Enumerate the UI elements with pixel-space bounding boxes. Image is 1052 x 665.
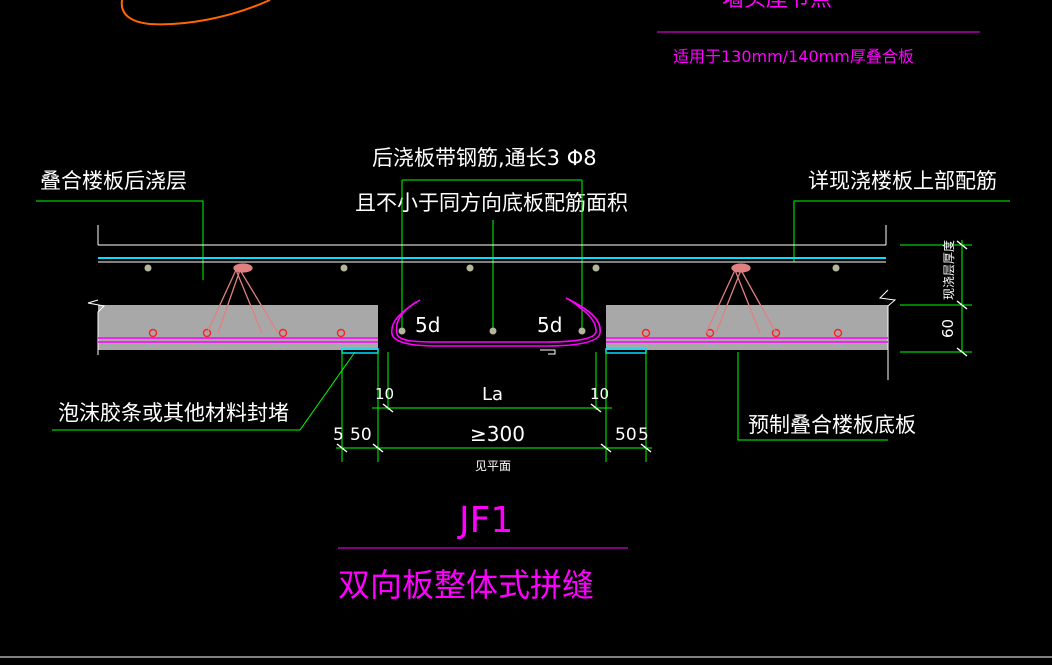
bottom-rebar-lines — [98, 337, 888, 343]
callout-foam-seal: 泡沫胶条或其他材料封堵 — [58, 401, 289, 425]
detail-name: 双向板整体式拼缝 — [338, 566, 594, 604]
dim-right-five: 5 — [638, 425, 649, 445]
leader-lines — [36, 179, 1010, 441]
dimension-ticks — [336, 240, 968, 453]
dimension-lines — [336, 240, 972, 462]
cast-in-place-topping — [97, 225, 887, 263]
dim-left-five: 5 — [333, 425, 344, 445]
header-partial-title: 墙头座节点 — [722, 0, 832, 12]
precast-panel-right — [606, 305, 888, 350]
dim-right-fifty: 50 — [615, 425, 637, 445]
callout-top-reinforcement: 详现浇楼板上部配筋 — [808, 169, 997, 193]
joint-long-bars — [398, 327, 586, 335]
topping-rebar-dots — [144, 264, 840, 272]
applicability-note: 适用于130mm/140mm厚叠合板 — [673, 47, 914, 66]
break-line-left — [87, 299, 106, 355]
lattice-truss-left — [206, 263, 279, 334]
callout-rebar-line1: 后浇板带钢筋,通长3 Φ8 — [372, 146, 597, 170]
dim-lap-length: La — [482, 384, 503, 405]
callout-topping-layer: 叠合楼板后浇层 — [40, 169, 187, 193]
callout-rebar-line2: 且不小于同方向底板配筋面积 — [355, 191, 628, 215]
hook-length-left: 5d — [415, 313, 440, 337]
dim-topping-thickness: 现浇层厚度 — [941, 240, 956, 300]
dim-left-fifty: 50 — [350, 425, 372, 445]
freehand-sketch — [120, 0, 271, 26]
dim-right-ten: 10 — [590, 385, 609, 403]
foam-seal-left — [341, 348, 379, 354]
foam-seal-right — [605, 348, 647, 354]
joint-hook-rebar — [391, 297, 601, 347]
hook-length-right: 5d — [537, 313, 562, 337]
dim-panel-thickness: 60 — [939, 319, 957, 338]
precast-panel-left — [98, 305, 378, 350]
dim-gap-note: 见平面 — [475, 459, 511, 473]
formwork-marker — [540, 349, 556, 355]
dim-gap-min: ≥300 — [470, 422, 525, 446]
lattice-truss-right — [705, 263, 777, 334]
callout-precast-panel: 预制叠合楼板底板 — [748, 413, 916, 437]
detail-id: JF1 — [457, 500, 513, 541]
dim-left-ten: 10 — [375, 385, 394, 403]
break-line-right — [878, 289, 897, 380]
panel-rebar-circles — [148, 328, 843, 338]
